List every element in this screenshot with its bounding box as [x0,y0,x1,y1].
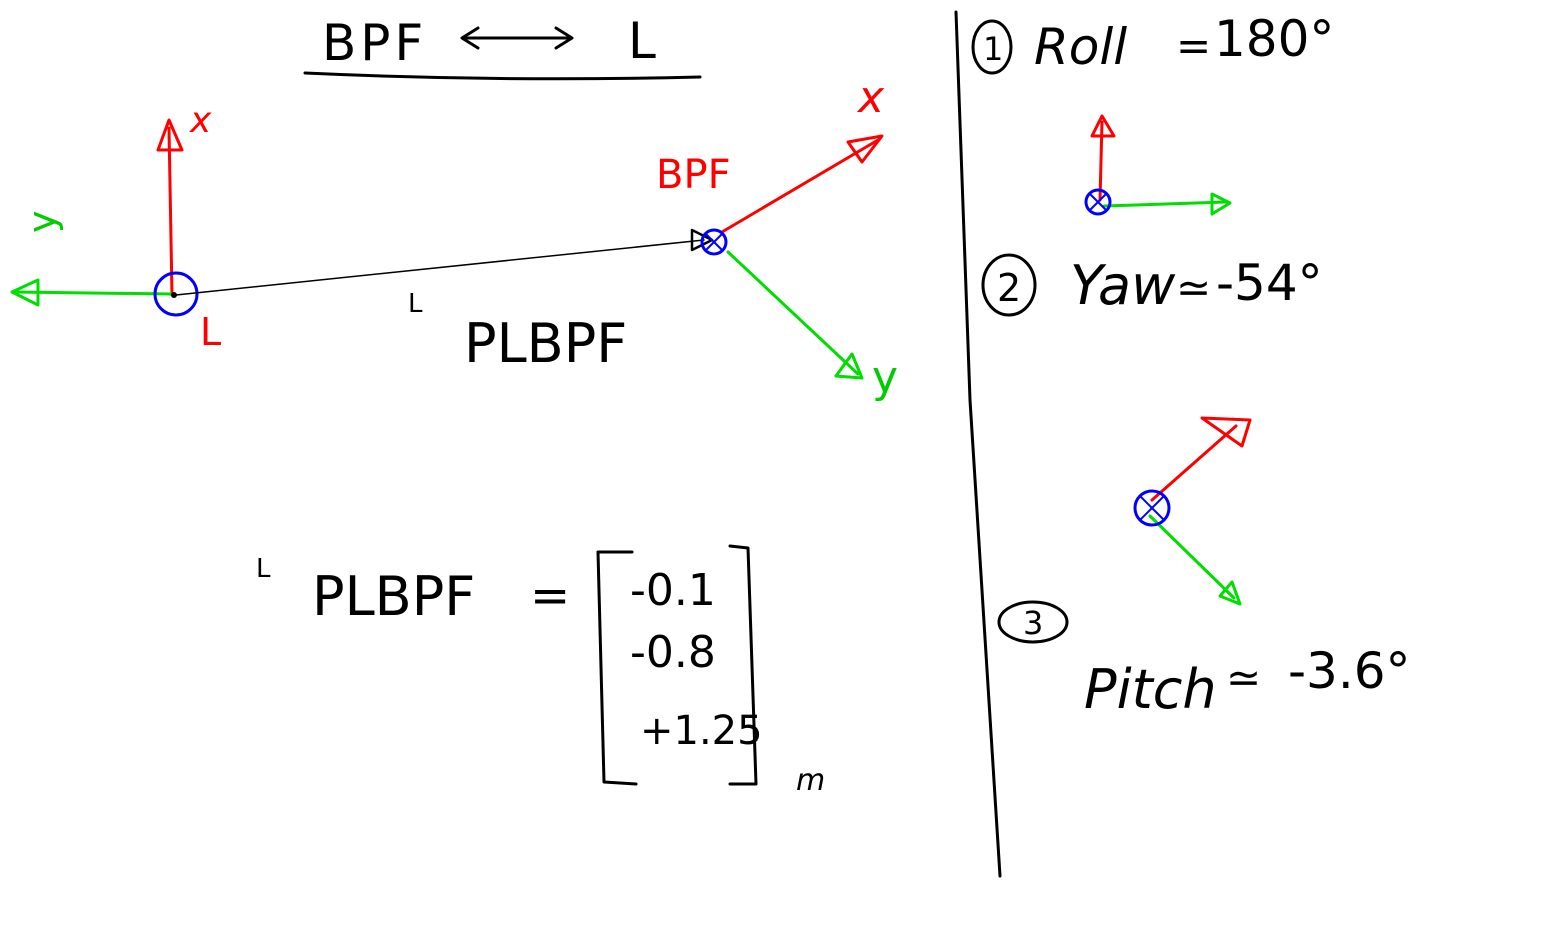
roll-sketch-x-arrowhead [1090,114,1116,138]
yaw-sketch-x-axis [1150,424,1238,502]
step-2-value: -54° [1216,254,1323,312]
roll-sketch-z-circle [1084,188,1112,216]
step-3-value: -3.6° [1288,642,1411,700]
frame-L-z-axis-circle [153,271,199,317]
step-3-number-circle [997,600,1069,644]
frame-L-origin-dot [171,292,177,298]
frame-L: x y L [10,100,221,354]
step-1-number: 1 [983,30,1003,68]
step-1-number-circle [971,19,1013,75]
step-roll: 1 Roll = 180° [971,10,1334,216]
frame-L-y-arrowhead [10,278,40,307]
roll-sketch-z-cross [1089,193,1107,211]
position-vector-symbol: PLBPF [464,312,627,375]
matrix-right-bracket [728,544,758,786]
title-left-label: BPF [322,14,427,72]
title-group: BPF L [303,12,702,81]
frame-BPF-x-arrowhead [846,134,884,164]
roll-sketch-y-arrowhead [1210,192,1232,216]
vertical-divider [954,10,1002,878]
frame-BPF: BPF x y [656,72,898,403]
frame-BPF-y-arrowhead [834,352,864,380]
frame-L-x-axis [167,126,174,297]
step-yaw: 2 Yaw ≃ -54° [981,253,1323,606]
equation-symbol: PLBPF [312,565,475,628]
frame-BPF-x-label: x [856,72,885,123]
equation-equals: = [530,568,570,624]
title-right-label: L [628,12,656,70]
step-1-relation: = [1176,21,1211,70]
title-arrow-left-head [460,26,480,50]
yaw-sketch-y-arrowhead [1218,580,1242,606]
step-1-value: 180° [1214,10,1334,68]
frame-BPF-name: BPF [656,152,731,198]
matrix-unit: m [796,763,825,798]
step-3-label: Pitch [1084,658,1217,721]
roll-sketch-x-axis [1098,120,1104,202]
equation: L PLBPF = -0.1 -0.8 +1.25 m [256,544,825,798]
title-arrow-right-head [554,26,574,50]
equation-superscript: L [256,554,271,584]
step-3-relation: ≃ [1226,653,1261,702]
frame-L-y-axis [12,290,174,296]
matrix-value-2: -0.8 [630,627,716,678]
frame-L-x-label: x [189,100,212,141]
frame-BPF-x-axis [720,138,880,234]
yaw-sketch-y-axis [1148,514,1236,600]
matrix-left-bracket [596,550,638,786]
step-2-number-circle [981,253,1037,317]
position-vector: L PLBPF [175,228,714,375]
roll-sketch-y-axis [1102,200,1228,208]
matrix-value-1: -0.1 [630,565,716,616]
frame-L-name: L [200,310,221,354]
yaw-sketch-z-circle [1133,489,1171,527]
step-2-relation: ≃ [1176,263,1211,312]
step-3-number: 3 [1023,604,1043,642]
step-2-number: 2 [997,266,1021,310]
frame-L-y-label: y [20,211,64,234]
title-underline [303,71,702,81]
step-2-label: Yaw [1070,254,1176,317]
frame-L-x-arrowhead [156,118,184,152]
yaw-sketch-z-cross [1139,495,1165,521]
yaw-sketch-x-arrowhead [1200,416,1252,448]
step-pitch: 3 Pitch ≃ -3.6° [997,600,1411,721]
matrix-value-3: +1.25 [640,708,763,754]
frame-BPF-y-label: y [872,352,898,403]
frame-BPF-z-cross [705,233,723,251]
position-vector-superscript: L [408,289,423,319]
frame-BPF-z-axis-circle [700,228,728,256]
frame-BPF-y-axis [726,250,860,376]
position-vector-line [175,239,705,296]
step-1-label: Roll [1034,18,1127,76]
